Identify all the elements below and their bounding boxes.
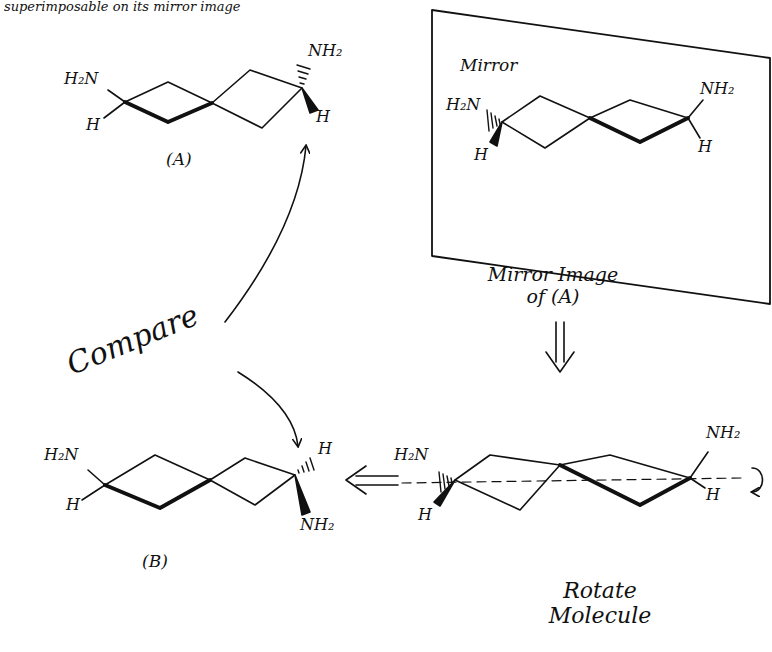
atom-label: H xyxy=(66,496,80,514)
caption-note: Mirror Image of (A) xyxy=(478,264,628,308)
atom-label: NH₂ xyxy=(308,42,342,60)
note-text: Rotate Molecule xyxy=(540,578,660,629)
atom-label: H xyxy=(698,138,712,156)
atom-label: H xyxy=(706,486,720,504)
atom-label: H xyxy=(318,440,332,458)
atom-label: H xyxy=(86,116,100,134)
atom-label: H₂N xyxy=(64,70,98,88)
atom-label: H₂N xyxy=(446,96,480,114)
atom-label: H₂N xyxy=(394,446,428,464)
structure-label: (B) xyxy=(142,552,168,572)
note-text: Compare xyxy=(62,298,203,382)
structure-label: (A) xyxy=(166,150,192,170)
atom-label: NH₂ xyxy=(300,516,334,534)
header-text: superimposable on its mirror image xyxy=(4,0,241,15)
atom-label: NH₂ xyxy=(706,424,740,442)
atom-label: H xyxy=(316,108,330,126)
atom-label: H xyxy=(474,146,488,164)
atom-label: NH₂ xyxy=(700,80,734,98)
atom-label: H₂N xyxy=(44,446,78,464)
atom-label: H xyxy=(418,506,432,524)
mirror-label: Mirror xyxy=(460,56,517,76)
